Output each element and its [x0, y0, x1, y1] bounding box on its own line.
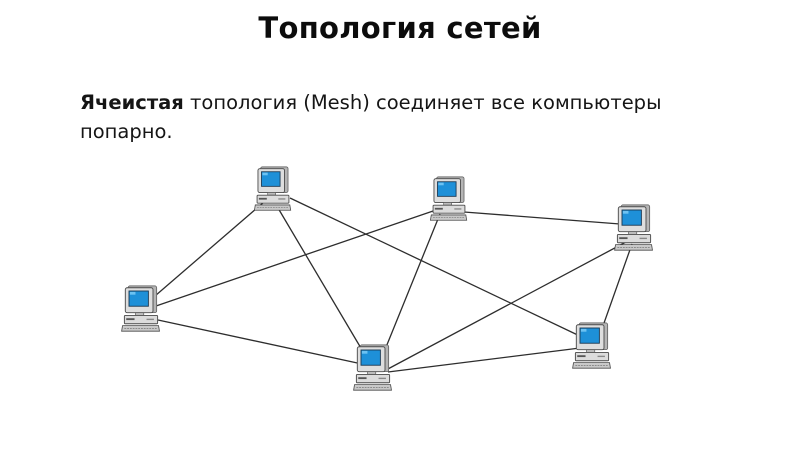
link-top-left-to-bottom-center — [277, 207, 369, 361]
computer-right — [614, 204, 653, 251]
mesh-nodes — [121, 166, 653, 391]
link-top-center-to-right — [463, 211, 621, 225]
topology-description: Ячеистая топология (Mesh) соединяет все … — [80, 88, 720, 146]
computer-top-center — [429, 176, 468, 221]
link-top-left-to-bottom-right — [289, 197, 585, 339]
computer-top-left — [253, 166, 292, 211]
link-top-left-to-left — [147, 201, 265, 303]
computer-left — [121, 285, 160, 332]
computer-bottom-center — [353, 344, 392, 391]
link-top-center-to-bottom-center — [379, 213, 441, 363]
link-right-to-bottom-center — [385, 241, 627, 371]
mesh-links — [147, 197, 633, 373]
topology-description-text: топология (Mesh) соединяет все компьютер… — [80, 91, 662, 143]
computer-bottom-right — [572, 322, 611, 369]
link-bottom-center-to-bottom-right — [387, 347, 581, 373]
link-left-to-bottom-center — [157, 319, 363, 365]
slide-title: Топология сетей — [258, 11, 542, 45]
link-top-center-to-left — [155, 209, 437, 307]
topology-term: Ячеистая — [80, 91, 184, 114]
